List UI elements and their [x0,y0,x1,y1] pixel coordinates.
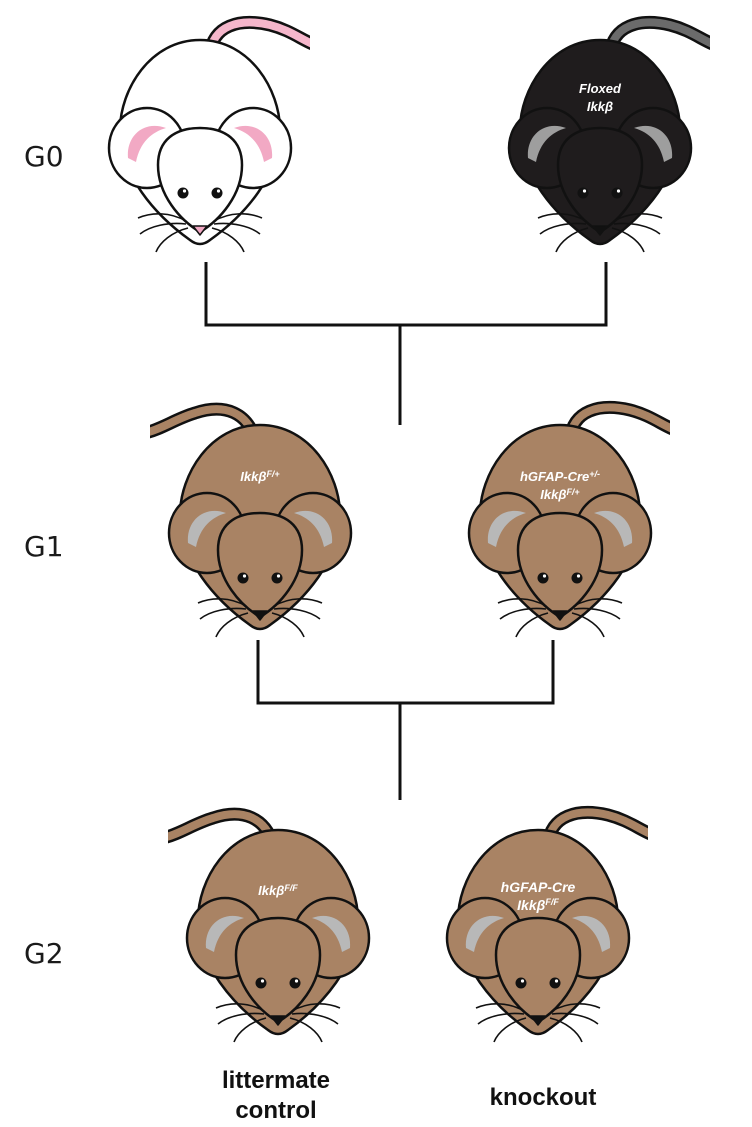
mouse-label: hGFAP-Cre [428,878,648,896]
left-eye [516,978,527,989]
caption-littermate-control: littermate control [196,1066,356,1126]
caption-knockout: knockout [458,1083,628,1113]
genotype-superscript: F/F [284,883,298,893]
right-eye [290,978,301,989]
left-eye [256,978,267,989]
mouse-label: Floxed [490,80,710,98]
genotype-superscript: F/+ [266,469,279,479]
genotype-superscript: +/- [589,469,600,479]
caption-line: control [196,1096,356,1126]
mouse-label: Ikkβ [240,469,266,484]
mouse-label: 25Mes [90,98,310,116]
mouse-label: TgN(GFAPcre) [90,80,310,98]
genotype-superscript: F/F [545,897,559,907]
mouse-g1-control: IkkβF/+ [150,385,370,645]
right-eye [612,188,623,199]
right-eye [272,573,283,584]
mouse-label: hGFAP-Cre [520,469,589,484]
left-eye [538,573,549,584]
generation-label-g1: G1 [24,530,64,563]
right-eye [550,978,561,989]
mouse-g2-control: IkkβF/F [168,790,388,1050]
mouse-label: Ikkβ [517,897,545,913]
g0-cross-line [206,262,606,325]
mouse-g1-cre: hGFAP-Cre+/- IkkβF/+ [450,385,670,645]
mouse-label: Ikkβ [540,487,566,502]
left-eye [238,573,249,584]
mouse-g0-floxed: Floxed Ikkβ [490,0,710,260]
left-eye [578,188,589,199]
mouse-g0-gfapcre: TgN(GFAPcre) 25Mes [90,0,310,260]
mouse-label: Ikkβ [490,98,710,116]
genotype-superscript: F/+ [566,487,579,497]
generation-label-g0: G0 [24,140,64,173]
right-eye [212,188,223,199]
caption-line: littermate [196,1066,356,1096]
g1-cross-line [258,640,553,703]
mouse-label: Ikkβ [258,883,284,898]
right-eye [572,573,583,584]
left-eye [178,188,189,199]
generation-label-g2: G2 [24,937,64,970]
mouse-g2-knockout: hGFAP-Cre IkkβF/F [428,790,648,1050]
